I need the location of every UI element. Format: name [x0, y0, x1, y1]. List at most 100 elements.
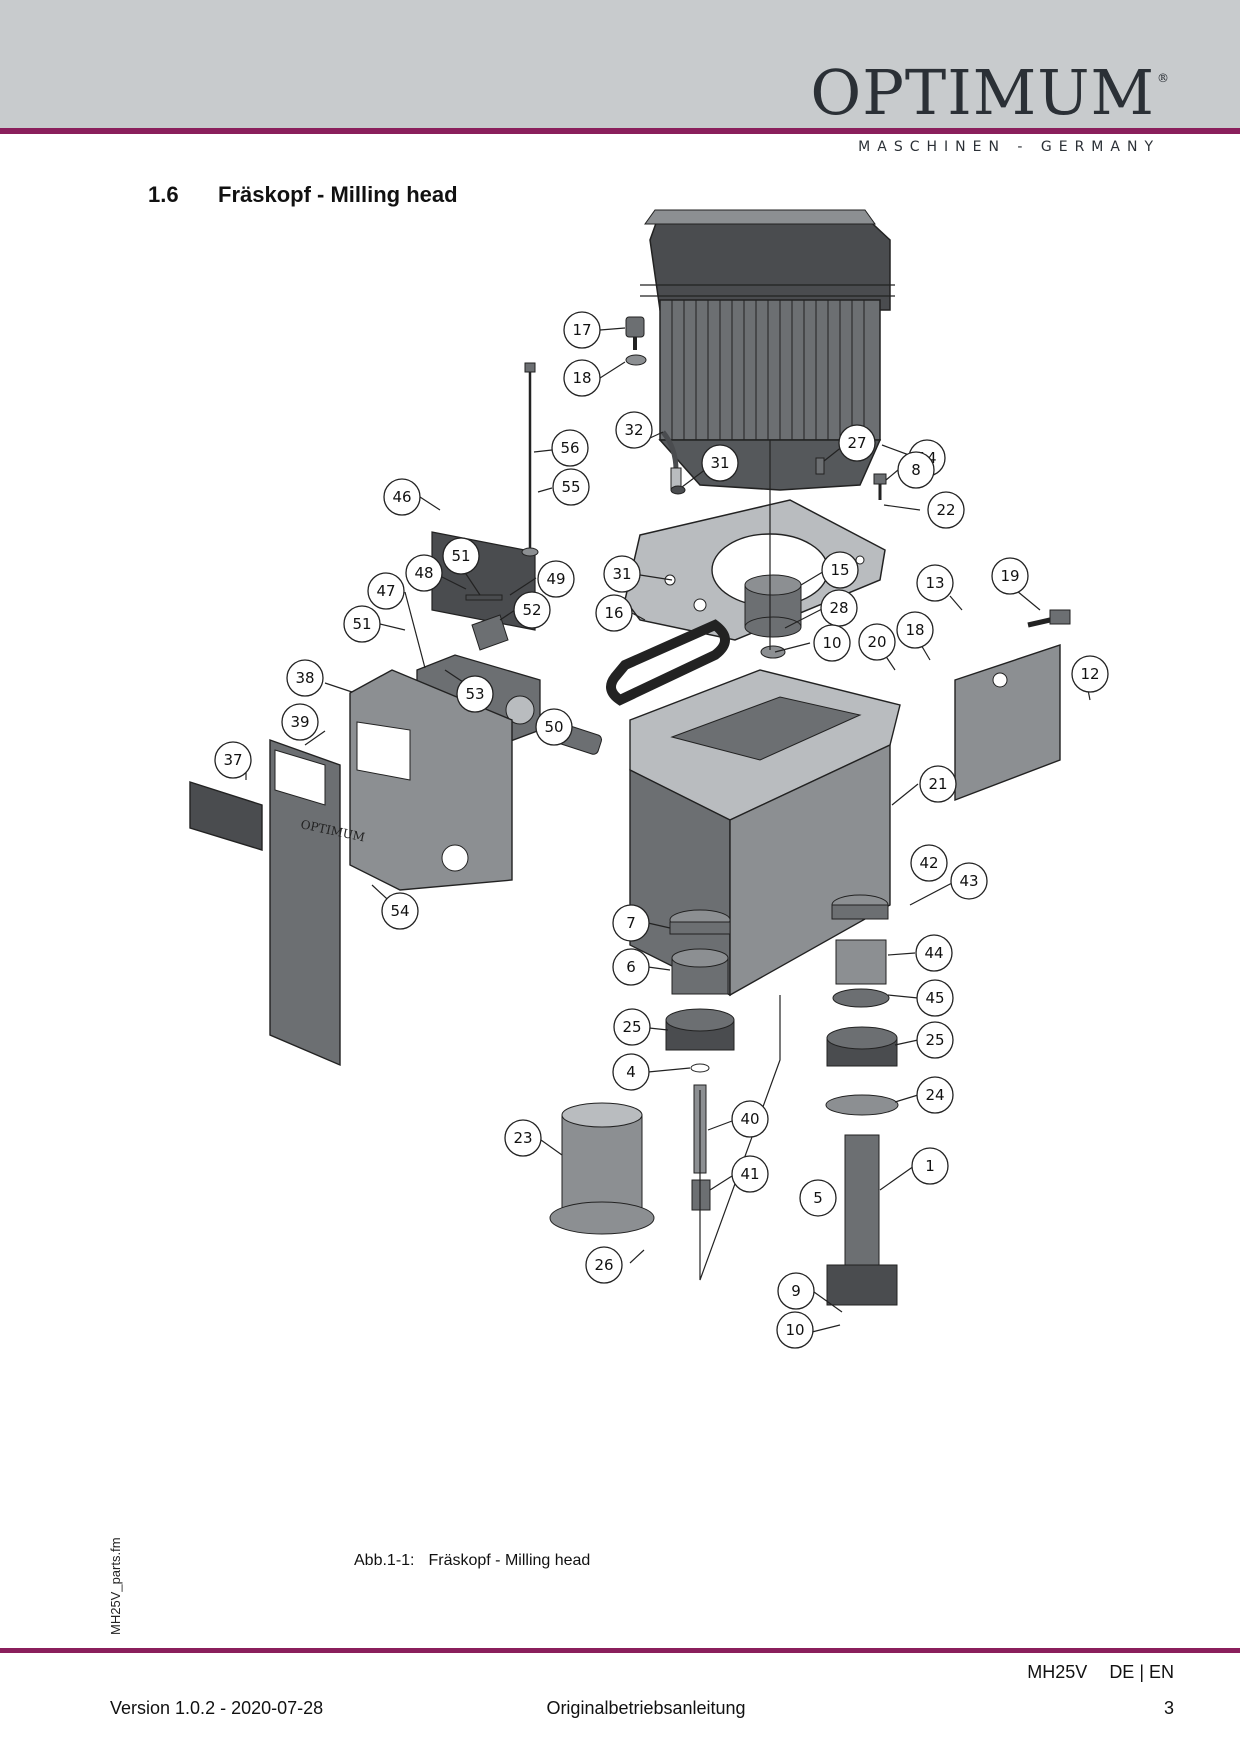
section-number: 1.6: [148, 182, 179, 207]
svg-text:24: 24: [925, 1086, 944, 1104]
callout-31b: 31: [603, 555, 641, 593]
svg-text:10: 10: [785, 1321, 804, 1339]
svg-text:31: 31: [612, 565, 631, 583]
callout-39: 39: [281, 703, 319, 741]
callout-24: 24: [916, 1076, 954, 1114]
callout-13: 13: [916, 564, 954, 602]
svg-text:25: 25: [925, 1031, 944, 1049]
callout-51b: 51: [343, 605, 381, 643]
source-file-label: MH25V_parts.fm: [108, 1537, 123, 1635]
bolt-19: [1027, 609, 1071, 628]
svg-text:41: 41: [740, 1165, 759, 1183]
svg-text:32: 32: [624, 421, 643, 439]
callout-20: 20: [858, 623, 896, 661]
front-panel-39: OPTIMUM: [269, 739, 366, 1067]
callout-18: 18: [563, 359, 601, 397]
svg-text:48: 48: [414, 564, 433, 582]
svg-text:55: 55: [561, 478, 580, 496]
header-band: [0, 0, 1240, 130]
callout-6: 6: [612, 948, 650, 986]
callout-12: 12: [1071, 655, 1109, 693]
callout-40: 40: [731, 1100, 769, 1138]
svg-text:40: 40: [740, 1110, 759, 1128]
svg-text:17: 17: [572, 321, 591, 339]
motor-part: [640, 209, 895, 491]
spindle-stack-left: [665, 909, 735, 1211]
callout-25b: 25: [916, 1021, 954, 1059]
svg-text:51: 51: [352, 615, 371, 633]
svg-text:37: 37: [223, 751, 242, 769]
callout-10a: 10: [813, 624, 851, 662]
svg-text:53: 53: [465, 685, 484, 703]
svg-text:18: 18: [905, 621, 924, 639]
svg-text:31: 31: [710, 454, 729, 472]
svg-text:7: 7: [626, 914, 636, 932]
section-title: Fräskopf - Milling head: [218, 182, 458, 207]
svg-text:4: 4: [626, 1063, 636, 1081]
brand-logo: OPTIMUM®: [810, 56, 1170, 129]
svg-text:39: 39: [290, 713, 309, 731]
callout-22: 22: [927, 491, 965, 529]
housing-21: [629, 669, 901, 997]
callout-16: 16: [595, 594, 633, 632]
svg-text:45: 45: [925, 989, 944, 1007]
svg-text:9: 9: [791, 1282, 801, 1300]
svg-text:42: 42: [919, 854, 938, 872]
callout-43: 43: [950, 862, 988, 900]
callout-9: 9: [777, 1272, 815, 1310]
spindle-stack-right: [825, 894, 899, 1306]
callout-49: 49: [537, 560, 575, 598]
svg-text:52: 52: [522, 601, 541, 619]
callout-28: 28: [820, 589, 858, 627]
sleeve-23: [549, 1102, 655, 1235]
languages: DE | EN: [1109, 1662, 1174, 1682]
svg-text:12: 12: [1080, 665, 1099, 683]
callout-46: 46: [383, 478, 421, 516]
callout-19: 19: [991, 557, 1029, 595]
plate-46: [431, 362, 539, 631]
callout-45: 45: [916, 979, 954, 1017]
cover-38: [349, 669, 513, 891]
svg-text:46: 46: [392, 488, 411, 506]
svg-text:38: 38: [295, 669, 314, 687]
tube-32: [661, 430, 686, 495]
callout-5: 5: [799, 1179, 837, 1217]
pulley-15: [744, 574, 802, 659]
svg-text:49: 49: [546, 570, 565, 588]
display-37: [189, 781, 263, 851]
svg-text:8: 8: [911, 461, 921, 479]
callout-52: 52: [513, 591, 551, 629]
svg-text:10: 10: [822, 634, 841, 652]
callout-56: 56: [551, 429, 589, 467]
svg-text:15: 15: [830, 561, 849, 579]
svg-text:50: 50: [544, 718, 563, 736]
svg-text:1: 1: [925, 1157, 935, 1175]
svg-text:18: 18: [572, 369, 591, 387]
callout-51: 51: [442, 537, 480, 575]
pin-27: [815, 457, 825, 475]
bolt-17: [625, 316, 647, 366]
svg-text:54: 54: [390, 902, 409, 920]
belt-16: [606, 619, 730, 706]
callout-31: 31: [701, 444, 739, 482]
callout-42: 42: [910, 844, 948, 882]
svg-text:22: 22: [936, 501, 955, 519]
svg-text:47: 47: [376, 582, 395, 600]
callout-26: 26: [585, 1246, 623, 1284]
callout-1: 1: [911, 1147, 949, 1185]
callout-54: 54: [381, 892, 419, 930]
svg-text:51: 51: [451, 547, 470, 565]
svg-text:6: 6: [626, 958, 636, 976]
figure-caption-text: Fräskopf - Milling head: [428, 1552, 591, 1569]
svg-text:43: 43: [959, 872, 978, 890]
callout-47: 47: [367, 572, 405, 610]
svg-text:56: 56: [560, 439, 579, 457]
callout-48: 48: [405, 554, 443, 592]
svg-text:5: 5: [813, 1189, 823, 1207]
svg-text:13: 13: [925, 574, 944, 592]
section-heading: 1.6 Fräskopf - Milling head: [148, 182, 458, 208]
callout-44: 44: [915, 934, 953, 972]
page-number: 3: [1163, 1698, 1174, 1718]
callout-25a: 25: [613, 1008, 651, 1046]
